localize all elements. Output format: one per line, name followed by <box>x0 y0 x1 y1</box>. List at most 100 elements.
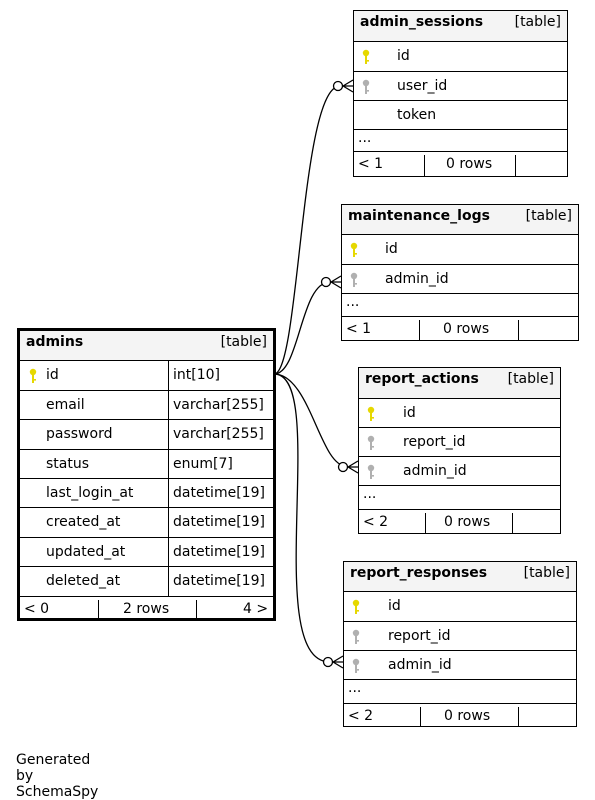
row-count: 2 rows <box>123 601 170 617</box>
crowfoot-maintenance-logs <box>320 275 342 289</box>
more-columns: ... <box>354 129 567 151</box>
relationship-edges <box>273 79 359 669</box>
children-count[interactable]: 4 > <box>243 601 269 617</box>
more-columns: ... <box>344 679 576 703</box>
column-row[interactable]: id <box>354 41 567 71</box>
foreign-key-icon <box>367 435 375 450</box>
generated-by-note: Generated by SchemaSpy <box>16 752 99 800</box>
table-report-actions[interactable]: report_actions [table] id report_id admi… <box>358 367 561 534</box>
parents-count[interactable]: < 0 <box>24 601 50 617</box>
table-footer: < 1 0 rows <box>354 151 567 176</box>
table-header: report_responses [table] <box>344 562 576 591</box>
table-footer: < 2 0 rows <box>344 703 576 726</box>
column-type: datetime[19] <box>168 567 265 596</box>
foreign-key-icon <box>362 79 370 94</box>
table-name: admin_sessions <box>360 14 484 30</box>
edge-report-responses <box>273 373 331 663</box>
row-count: 0 rows <box>446 156 493 172</box>
column-row[interactable]: last_login_at datetime[19] <box>20 478 273 507</box>
column-name: id <box>46 367 59 383</box>
column-row[interactable]: token <box>354 100 567 129</box>
column-name: admin_id <box>385 271 449 287</box>
column-row[interactable]: report_id <box>344 621 576 650</box>
primary-key-icon <box>352 599 360 614</box>
column-name: report_id <box>388 628 451 644</box>
column-row[interactable]: created_at datetime[19] <box>20 507 273 537</box>
parents-count[interactable]: < 1 <box>346 321 372 337</box>
column-row[interactable]: id <box>342 234 578 264</box>
parents-count[interactable]: < 1 <box>358 156 384 172</box>
column-type: datetime[19] <box>168 538 265 566</box>
table-report-responses[interactable]: report_responses [table] id report_id ad… <box>343 561 577 727</box>
column-row[interactable]: id <box>344 591 576 621</box>
crowfoot-report-responses <box>322 655 344 669</box>
more-columns: ... <box>359 485 560 509</box>
table-name: admins <box>26 334 84 350</box>
column-name: token <box>397 107 437 123</box>
column-row[interactable]: admin_id <box>342 264 578 293</box>
column-name: id <box>388 598 401 614</box>
column-row[interactable]: admin_id <box>344 650 576 679</box>
table-header: admins [table] <box>20 331 273 360</box>
column-row[interactable]: id int[10] <box>20 360 273 390</box>
table-footer: < 2 0 rows <box>359 509 560 533</box>
primary-key-icon <box>367 406 375 421</box>
column-row[interactable]: password varchar[255] <box>20 419 273 449</box>
table-type-label: [table] <box>523 565 570 581</box>
column-name: report_id <box>403 434 466 450</box>
table-admins[interactable]: admins [table] id int[10] email varchar[… <box>17 328 276 621</box>
row-count: 0 rows <box>444 514 491 530</box>
primary-key-icon <box>350 242 358 257</box>
column-name: password <box>46 426 113 442</box>
column-row[interactable]: email varchar[255] <box>20 390 273 419</box>
column-type: varchar[255] <box>168 391 264 419</box>
column-row[interactable]: user_id <box>354 71 567 100</box>
column-row[interactable]: updated_at datetime[19] <box>20 537 273 566</box>
table-footer: < 0 2 rows 4 > <box>20 596 273 620</box>
column-name: admin_id <box>388 657 452 673</box>
column-row[interactable]: report_id <box>359 427 560 456</box>
column-name: deleted_at <box>46 573 121 589</box>
column-type: datetime[19] <box>168 508 265 537</box>
column-name: admin_id <box>403 463 467 479</box>
crowfoot-admin-sessions <box>332 79 354 93</box>
table-maintenance-logs[interactable]: maintenance_logs [table] id admin_id ...… <box>341 204 579 341</box>
row-count: 0 rows <box>443 321 490 337</box>
ellipsis: ... <box>348 680 362 696</box>
column-row[interactable]: id <box>359 398 560 427</box>
table-header: report_actions [table] <box>359 368 560 398</box>
ellipsis: ... <box>363 486 377 502</box>
parents-count[interactable]: < 2 <box>363 514 389 530</box>
table-header: admin_sessions [table] <box>354 11 567 41</box>
foreign-key-icon <box>352 629 360 644</box>
table-name: report_actions <box>365 371 479 387</box>
column-row[interactable]: deleted_at datetime[19] <box>20 566 273 596</box>
column-type: enum[7] <box>168 450 233 478</box>
column-row[interactable]: admin_id <box>359 456 560 485</box>
table-admin-sessions[interactable]: admin_sessions [table] id user_id token … <box>353 10 568 177</box>
column-name: id <box>385 241 398 257</box>
column-row[interactable]: status enum[7] <box>20 449 273 478</box>
edge-report-actions <box>273 373 347 467</box>
more-columns: ... <box>342 293 578 316</box>
table-type-label: [table] <box>220 334 267 350</box>
foreign-key-icon <box>367 464 375 479</box>
row-count: 0 rows <box>444 708 491 724</box>
column-name: status <box>46 456 90 472</box>
table-type-label: [table] <box>525 208 572 224</box>
table-type-label: [table] <box>507 371 554 387</box>
edge-admin-sessions <box>273 85 341 375</box>
column-type: int[10] <box>168 361 220 390</box>
foreign-key-icon <box>350 272 358 287</box>
column-name: id <box>397 48 410 64</box>
table-name: report_responses <box>350 565 488 581</box>
column-name: last_login_at <box>46 485 134 501</box>
foreign-key-icon <box>352 658 360 673</box>
column-name: created_at <box>46 514 121 530</box>
primary-key-icon <box>362 49 370 64</box>
crowfoot-report-actions <box>337 460 359 474</box>
primary-key-icon <box>29 368 37 383</box>
column-name: updated_at <box>46 544 126 560</box>
parents-count[interactable]: < 2 <box>348 708 374 724</box>
ellipsis: ... <box>346 294 360 310</box>
